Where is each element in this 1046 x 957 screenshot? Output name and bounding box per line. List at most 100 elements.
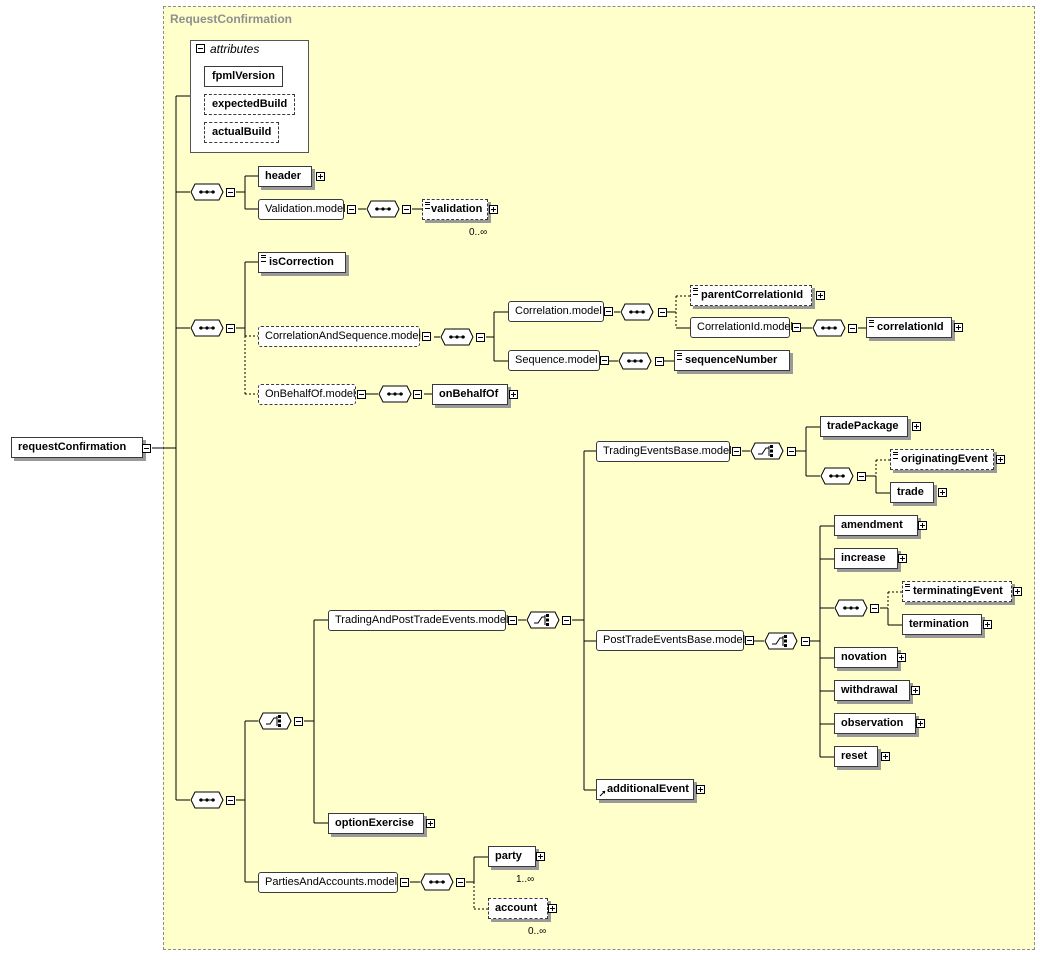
cardinality-label: 1..∞ <box>516 874 535 885</box>
element-novation[interactable]: novation <box>834 647 898 668</box>
element-trade[interactable]: trade <box>890 482 934 503</box>
collapse-icon[interactable] <box>745 636 754 645</box>
attribute-expectedbuild[interactable]: expectedBuild <box>204 94 296 115</box>
expand-icon[interactable] <box>898 554 907 563</box>
collapse-icon[interactable] <box>294 717 303 726</box>
element-account[interactable]: account <box>488 898 548 919</box>
element-optionexercise[interactable]: optionExercise <box>328 813 424 834</box>
expand-icon[interactable] <box>548 904 557 913</box>
collapse-attributes-icon[interactable] <box>196 44 205 53</box>
element-reset[interactable]: reset <box>834 746 878 767</box>
element-label: party <box>495 850 522 862</box>
attribute-actualbuild[interactable]: actualBuild <box>204 122 280 143</box>
expand-icon[interactable] <box>916 719 925 728</box>
expand-icon[interactable] <box>696 785 705 794</box>
group-onbehalfof-model[interactable]: OnBehalfOf.model <box>258 384 356 405</box>
group-label: PostTradeEventsBase.model <box>603 634 746 646</box>
collapse-icon[interactable] <box>604 307 613 316</box>
element-termination[interactable]: termination <box>902 614 982 635</box>
sequence-compositor-icon <box>620 303 654 321</box>
collapse-icon[interactable] <box>456 878 465 887</box>
collapse-icon[interactable] <box>857 472 866 481</box>
collapse-icon[interactable] <box>226 796 235 805</box>
documentation-icon <box>905 584 910 591</box>
expand-icon[interactable] <box>816 291 825 300</box>
collapse-icon[interactable] <box>422 332 431 341</box>
attribute-fpmlversion[interactable]: fpmlVersion <box>204 66 283 87</box>
element-label: optionExercise <box>335 817 414 829</box>
expand-icon[interactable] <box>912 422 921 431</box>
collapse-icon[interactable] <box>848 324 857 333</box>
collapse-icon[interactable] <box>732 447 741 456</box>
element-observation[interactable]: observation <box>834 713 916 734</box>
element-terminatingevent[interactable]: terminatingEvent <box>902 581 1012 602</box>
group-validation-model[interactable]: Validation.model <box>258 199 346 220</box>
element-withdrawal[interactable]: withdrawal <box>834 680 910 701</box>
expand-icon[interactable] <box>996 455 1005 464</box>
group-label: TradingEventsBase.model <box>603 445 732 457</box>
expand-icon[interactable] <box>1013 587 1022 596</box>
expand-icon[interactable] <box>509 390 518 399</box>
group-correlation-model[interactable]: Correlation.model <box>508 301 604 322</box>
expand-icon[interactable] <box>897 653 906 662</box>
group-correlationandsequence-model[interactable]: CorrelationAndSequence.model <box>258 326 421 347</box>
element-amendment[interactable]: amendment <box>834 515 918 536</box>
element-party[interactable]: party <box>488 846 536 867</box>
collapse-icon[interactable] <box>226 324 235 333</box>
collapse-icon[interactable] <box>787 447 796 456</box>
collapse-icon[interactable] <box>413 390 422 399</box>
element-correlationid[interactable]: correlationId <box>866 317 952 338</box>
element-iscorrection[interactable]: isCorrection <box>258 252 346 273</box>
element-parentcorrelationid[interactable]: parentCorrelationId <box>690 285 812 306</box>
expand-icon[interactable] <box>983 620 992 629</box>
collapse-icon[interactable] <box>357 390 366 399</box>
element-validation[interactable]: validation <box>422 199 488 220</box>
group-posttradeeventsbase-model[interactable]: PostTradeEventsBase.model <box>596 630 746 651</box>
collapse-icon[interactable] <box>402 205 411 214</box>
collapse-icon[interactable] <box>792 323 801 332</box>
complex-type-title: RequestConfirmation <box>170 12 293 26</box>
expand-icon[interactable] <box>316 172 325 181</box>
element-tradepackage[interactable]: tradePackage <box>820 416 908 437</box>
group-partiesandaccounts-model[interactable]: PartiesAndAccounts.model <box>258 872 398 893</box>
collapse-icon[interactable] <box>476 333 485 342</box>
collapse-icon[interactable] <box>658 308 667 317</box>
element-label: amendment <box>841 519 903 531</box>
expand-icon[interactable] <box>426 819 435 828</box>
group-label: TradingAndPostTradeEvents.model <box>335 614 509 626</box>
expand-icon[interactable] <box>881 752 890 761</box>
expand-icon[interactable] <box>911 686 920 695</box>
element-onbehalfof[interactable]: onBehalfOf <box>432 384 508 405</box>
group-sequence-model[interactable]: Sequence.model <box>508 350 600 371</box>
collapse-icon[interactable] <box>600 356 609 365</box>
group-label: Validation.model <box>265 203 346 215</box>
documentation-icon <box>893 452 898 459</box>
collapse-icon[interactable] <box>870 604 879 613</box>
expand-icon[interactable] <box>938 488 947 497</box>
group-tradingandposttradeevents-model[interactable]: TradingAndPostTradeEvents.model <box>328 610 509 631</box>
collapse-icon[interactable] <box>142 444 151 453</box>
collapse-icon[interactable] <box>508 616 517 625</box>
sequence-compositor-icon <box>820 467 854 485</box>
collapse-icon[interactable] <box>655 357 664 366</box>
expand-icon[interactable] <box>489 205 498 214</box>
collapse-icon[interactable] <box>226 188 235 197</box>
element-increase[interactable]: increase <box>834 548 898 569</box>
group-correlationid-model[interactable]: CorrelationId.model <box>690 317 793 338</box>
expand-icon[interactable] <box>536 852 545 861</box>
expand-icon[interactable] <box>954 323 963 332</box>
expand-icon[interactable] <box>918 521 927 530</box>
element-additionalevent[interactable]: additionalEvent <box>596 779 694 800</box>
collapse-icon[interactable] <box>801 637 810 646</box>
choice-compositor-icon <box>750 442 784 460</box>
collapse-icon[interactable] <box>400 878 409 887</box>
group-tradingeventsbase-model[interactable]: TradingEventsBase.model <box>596 441 732 462</box>
documentation-icon <box>425 202 430 209</box>
element-sequencenumber[interactable]: sequenceNumber <box>674 350 790 371</box>
collapse-icon[interactable] <box>562 616 571 625</box>
element-label: requestConfirmation <box>18 441 127 453</box>
element-requestconfirmation[interactable]: requestConfirmation <box>11 437 143 458</box>
collapse-icon[interactable] <box>347 205 356 214</box>
element-originatingevent[interactable]: originatingEvent <box>890 449 994 470</box>
element-header[interactable]: header <box>258 166 312 187</box>
